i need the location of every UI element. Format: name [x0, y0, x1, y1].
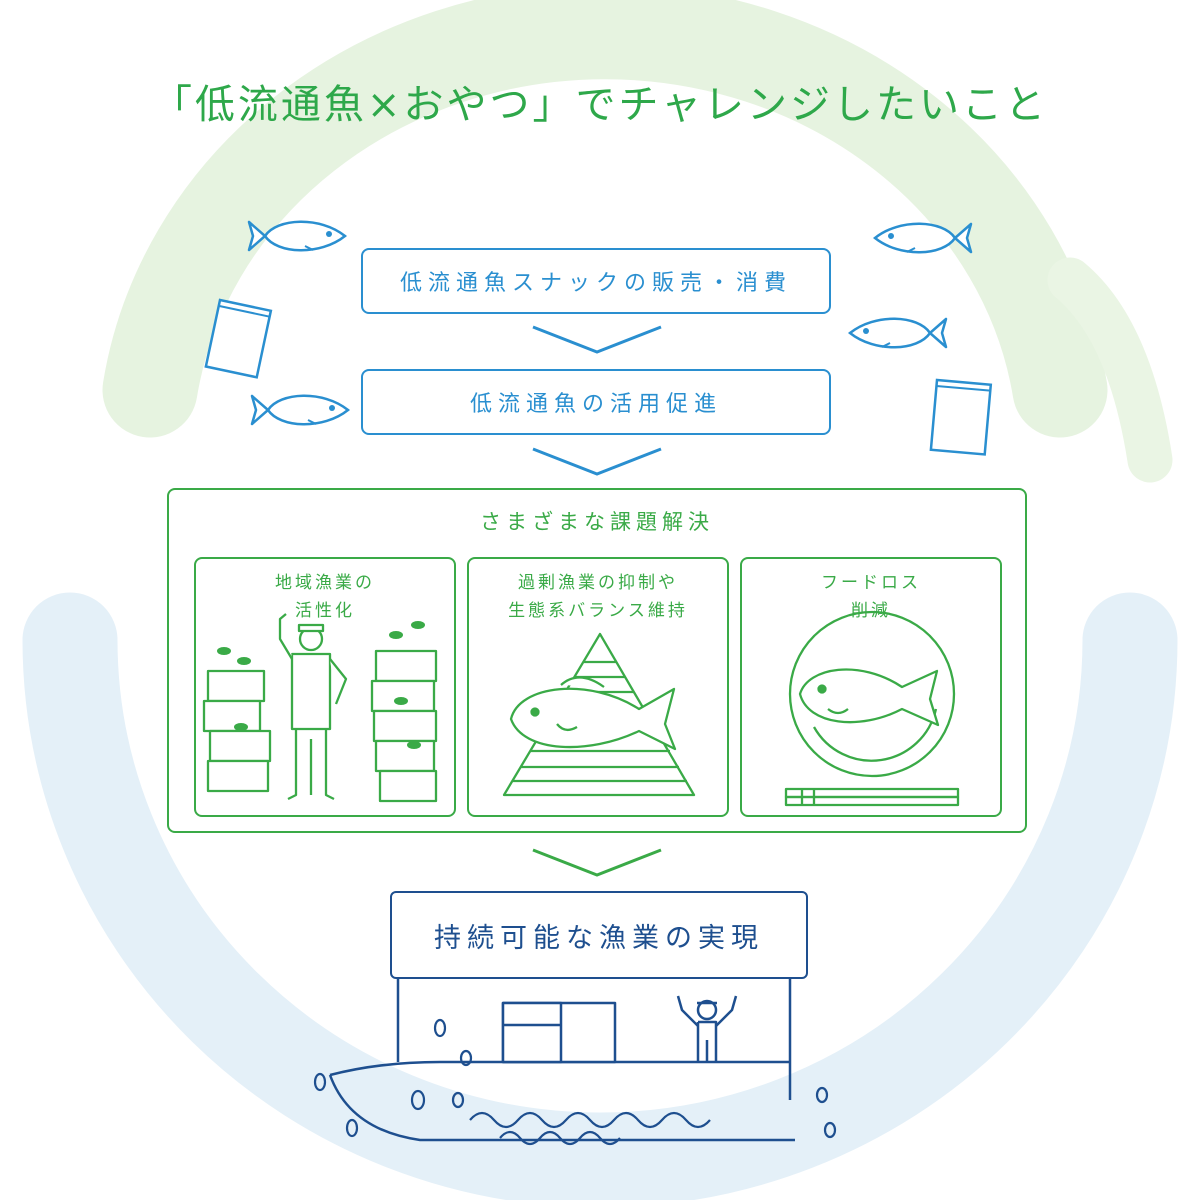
chevron-down-icon [532, 325, 662, 354]
panel-label: 過剰漁業の抑制や 生態系バランス維持 [508, 573, 688, 621]
panel-local-fisheries: 地域漁業の 活性化 [194, 557, 456, 817]
fish-icon [250, 394, 350, 426]
snack-bag-icon [204, 298, 273, 379]
green-arc-tail [1047, 257, 1173, 483]
boat-icon [328, 979, 795, 1142]
snack-bag-icon [929, 378, 993, 456]
fish-icon [873, 222, 973, 254]
panel-label: 地域漁業の 活性化 [275, 573, 375, 621]
step-box-1: 低流通魚スナックの販売・消費 [361, 248, 831, 314]
page-title: 「低流通魚×おやつ」でチャレンジしたいこと [151, 82, 1049, 128]
issues-title: さまざまな課題解決 [480, 510, 714, 534]
step-label-2: 低流通魚の活用促進 [469, 392, 722, 417]
fish-plate-icon [784, 610, 960, 807]
chevron-down-icon [532, 848, 662, 877]
goal-box: 持続可能な漁業の実現 [390, 891, 808, 979]
panel-ecosystem: 過剰漁業の抑制や 生態系バランス維持 [467, 557, 729, 817]
fish-icon [247, 220, 347, 252]
step-label-1: 低流通魚スナックの販売・消費 [399, 271, 792, 296]
fish-icon [848, 317, 948, 349]
green-arc [102, 0, 1108, 438]
chevron-down-icon [532, 447, 662, 476]
panel-food-loss: フードロス 削減 [740, 557, 1002, 817]
blue-arc [22, 592, 1178, 1200]
issues-box: さまざまな課題解決 地域漁業の 活性化 [167, 488, 1027, 833]
wave-icon [469, 1111, 711, 1146]
water-drops [313, 1018, 837, 1139]
fish-pyramid-icon [502, 632, 696, 797]
goal-label: 持続可能な漁業の実現 [434, 922, 764, 954]
step-box-2: 低流通魚の活用促進 [361, 369, 831, 435]
fisherman-icon [202, 613, 438, 803]
